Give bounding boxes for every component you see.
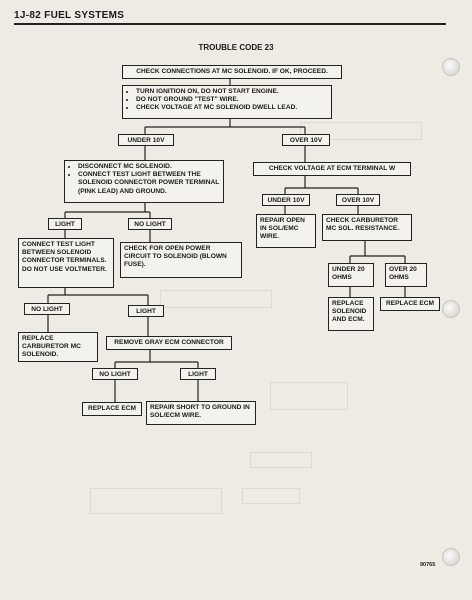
- step1-item: CHECK VOLTAGE AT MC SOLENOID DWELL LEAD.: [136, 104, 328, 112]
- remove-gray-ecm-text: REMOVE GRAY ECM CONNECTOR: [114, 339, 224, 346]
- no-light-label: NO LIGHT: [134, 221, 166, 228]
- bleed-through-box: [250, 452, 312, 468]
- remove-gray-ecm-box: REMOVE GRAY ECM CONNECTOR: [106, 336, 232, 350]
- no-light-box: NO LIGHT: [128, 218, 172, 230]
- header-rule: [14, 23, 446, 25]
- check-connections-text: CHECK CONNECTIONS AT MC SOLENOID. IF OK,…: [136, 68, 328, 75]
- under-20-ohms-label: UNDER 20 OHMS: [332, 266, 365, 282]
- bleed-through-box: [300, 122, 422, 140]
- step1-item: DO NOT GROUND "TEST" WIRE.: [136, 96, 328, 104]
- no-light-box-b: NO LIGHT: [24, 303, 70, 315]
- check-carburetor-text: CHECK CARBURETOR MC SOL. RESISTANCE.: [326, 217, 400, 233]
- light-box-b: LIGHT: [128, 305, 164, 317]
- connect-test-light-box: CONNECT TEST LIGHT BETWEEN SOLENOID CONN…: [18, 238, 114, 288]
- light-label: LIGHT: [55, 221, 75, 228]
- binder-hole-top: [442, 58, 460, 76]
- over-20-ohms-box: OVER 20 OHMS: [385, 263, 427, 287]
- check-connections-box: CHECK CONNECTIONS AT MC SOLENOID. IF OK,…: [122, 65, 342, 79]
- bleed-through-box: [270, 382, 348, 410]
- repair-open-text: REPAIR OPEN IN SOL/EMC WIRE.: [260, 217, 305, 241]
- check-ecm-w-box: CHECK VOLTAGE AT ECM TERMINAL W: [253, 162, 411, 176]
- disconnect-item: CONNECT TEST LIGHT BETWEEN THE SOLENOID …: [78, 171, 220, 196]
- replace-solenoid-ecm-box: REPLACE SOLENOID AND ECM.: [328, 297, 374, 331]
- replace-ecm-text-b: REPLACE ECM: [88, 405, 136, 412]
- under-20-ohms-box: UNDER 20 OHMS: [328, 263, 374, 287]
- replace-carburetor-solenoid-text: REPLACE CARBURETOR MC SOLENOID.: [22, 335, 81, 359]
- replace-ecm-text-a: REPLACE ECM: [386, 300, 434, 307]
- check-open-power-box: CHECK FOR OPEN POWER CIRCUIT TO SOLENOID…: [120, 242, 242, 278]
- step1-box: TURN IGNITION ON, DO NOT START ENGINE. D…: [122, 85, 332, 119]
- light-label-c: LIGHT: [188, 371, 208, 378]
- under-10v-box: UNDER 10V: [118, 134, 174, 146]
- bleed-through-box: [160, 290, 272, 308]
- no-light-box-c: NO LIGHT: [92, 368, 138, 380]
- replace-ecm-box-b: REPLACE ECM: [82, 402, 142, 416]
- disconnect-item: DISCONNECT MC SOLENOID.: [78, 163, 220, 171]
- under-10v-label-b: UNDER 10V: [267, 197, 305, 204]
- no-light-label-c: NO LIGHT: [99, 371, 131, 378]
- bleed-through-box: [90, 488, 222, 514]
- light-box: LIGHT: [48, 218, 82, 230]
- binder-hole-bottom: [442, 548, 460, 566]
- over-10v-box-b: OVER 10V: [336, 194, 380, 206]
- over-10v-label: OVER 10V: [289, 137, 323, 144]
- no-light-label-b: NO LIGHT: [31, 306, 63, 313]
- disconnect-box: DISCONNECT MC SOLENOID. CONNECT TEST LIG…: [64, 160, 224, 203]
- binder-hole-middle: [442, 300, 460, 318]
- light-label-b: LIGHT: [136, 308, 156, 315]
- light-box-c: LIGHT: [180, 368, 216, 380]
- repair-short-box: REPAIR SHORT TO GROUND IN SOL/ECM WIRE.: [146, 401, 256, 425]
- check-ecm-w-text: CHECK VOLTAGE AT ECM TERMINAL W: [268, 165, 396, 172]
- figure-number: 90765: [420, 562, 436, 568]
- replace-carburetor-solenoid-box: REPLACE CARBURETOR MC SOLENOID.: [18, 332, 98, 362]
- check-carburetor-box: CHECK CARBURETOR MC SOL. RESISTANCE.: [322, 214, 412, 241]
- repair-short-text: REPAIR SHORT TO GROUND IN SOL/ECM WIRE.: [150, 404, 250, 420]
- replace-ecm-box-a: REPLACE ECM: [380, 297, 440, 311]
- bleed-through-box: [242, 488, 300, 504]
- step1-item: TURN IGNITION ON, DO NOT START ENGINE.: [136, 88, 328, 96]
- diagram-title: TROUBLE CODE 23: [198, 43, 274, 52]
- repair-open-box: REPAIR OPEN IN SOL/EMC WIRE.: [256, 214, 316, 248]
- over-10v-box: OVER 10V: [282, 134, 330, 146]
- check-open-power-text: CHECK FOR OPEN POWER CIRCUIT TO SOLENOID…: [124, 245, 227, 269]
- over-10v-label-b: OVER 10V: [341, 197, 375, 204]
- page-header: 1J-82 FUEL SYSTEMS: [14, 10, 125, 21]
- over-20-ohms-label: OVER 20 OHMS: [389, 266, 417, 282]
- under-10v-box-b: UNDER 10V: [262, 194, 310, 206]
- replace-solenoid-ecm-text: REPLACE SOLENOID AND ECM.: [332, 300, 367, 324]
- connect-test-light-text: CONNECT TEST LIGHT BETWEEN SOLENOID CONN…: [22, 241, 107, 273]
- under-10v-label: UNDER 10V: [127, 137, 165, 144]
